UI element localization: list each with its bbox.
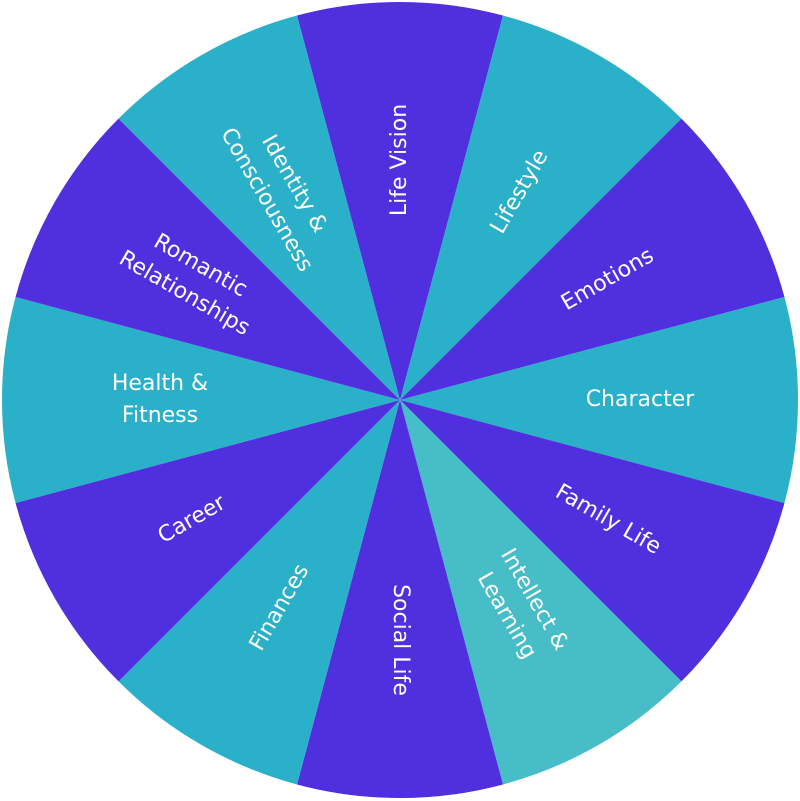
segment-finances [118, 400, 400, 785]
segment-character [400, 296, 799, 504]
segment-family-life [400, 400, 785, 682]
segment-social-life [296, 400, 504, 799]
segment-intellect-learning [400, 400, 682, 785]
segment-label-line: Fitness [122, 403, 198, 428]
segment-identity-consciousness [118, 15, 400, 401]
segment-label-line: Social Life [388, 584, 413, 696]
segment-career [15, 400, 401, 682]
segment-health-fitness [1, 296, 401, 504]
segment-label-line: Character [586, 387, 696, 412]
segment-label-social-life: Social Life [388, 584, 413, 696]
segment-lifestyle [400, 15, 682, 401]
segment-label-life-vision: Life Vision [387, 104, 412, 216]
segment-emotions [400, 118, 785, 400]
segment-life-vision [296, 1, 504, 401]
segment-label-health-fitness: Health & Fitness [112, 371, 208, 428]
segment-label-line: Life Vision [387, 104, 412, 216]
segment-label-character: Character [586, 387, 696, 412]
segment-romantic-relationships [15, 118, 401, 400]
segment-label-line: Health & [112, 371, 208, 396]
